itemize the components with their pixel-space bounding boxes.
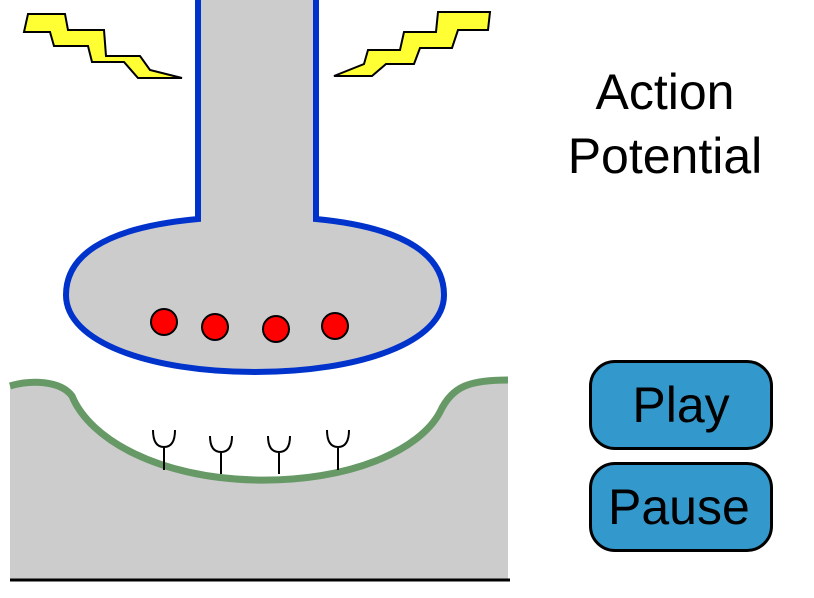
receptor (152, 429, 176, 470)
axon-terminal (66, 0, 444, 372)
receptor (209, 435, 233, 474)
vesicle (201, 313, 229, 341)
title-line-2: Potential (567, 128, 763, 184)
postsynaptic-cell (10, 380, 508, 580)
vesicle (150, 308, 178, 336)
title-line-1: Action (595, 64, 735, 120)
lightning-bolt-icon (22, 13, 183, 79)
receptor (326, 429, 350, 470)
lightning-bolt-icon (333, 11, 492, 77)
postsynaptic-membrane (8, 376, 509, 484)
axon-outline-left (62, 0, 258, 375)
page-title: Action Potential (540, 60, 790, 188)
vesicle (321, 312, 349, 340)
play-button[interactable]: Play (589, 360, 773, 450)
vesicle (262, 315, 290, 343)
receptor (267, 435, 291, 474)
pause-button[interactable]: Pause (589, 462, 773, 552)
axon-outline-right (252, 0, 448, 375)
